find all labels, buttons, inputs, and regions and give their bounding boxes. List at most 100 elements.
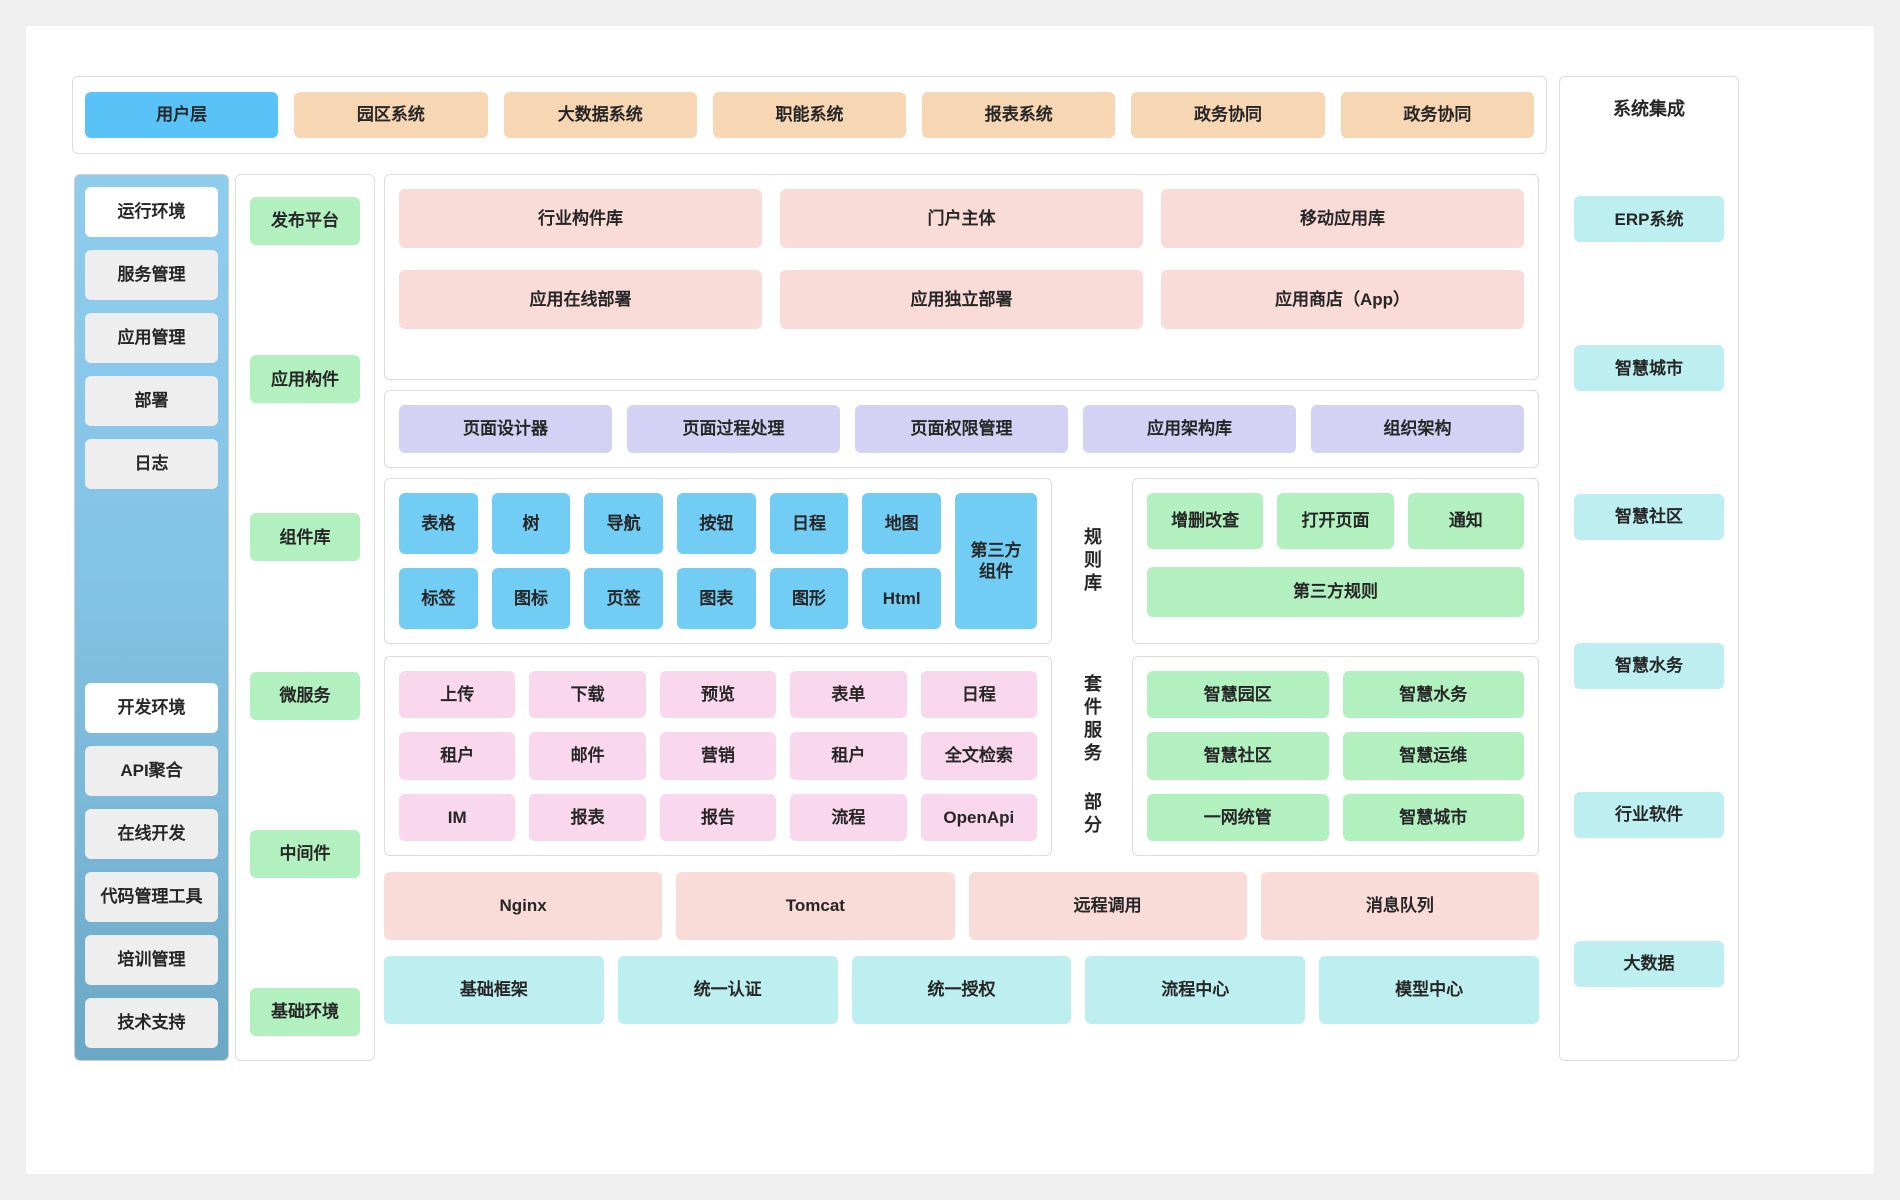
ms-item-fulltext[interactable]: 全文检索 xyxy=(920,732,1038,780)
env-item-deploy[interactable]: 部署 xyxy=(85,376,218,426)
comp-item-icon[interactable]: 图标 xyxy=(491,568,571,629)
application-row-2: 应用在线部署 应用独立部署 应用商店（App） xyxy=(399,270,1524,329)
env-item-runtime[interactable]: 运行环境 xyxy=(85,187,218,237)
base-item-framework[interactable]: 基础框架 xyxy=(384,956,604,1024)
comp-item-chart[interactable]: 图表 xyxy=(677,568,756,629)
comp-item-map[interactable]: 地图 xyxy=(862,493,942,554)
comp-item-third-party[interactable]: 第三方 组件 xyxy=(955,493,1037,629)
base-environment-row: 基础框架 统一认证 统一授权 流程中心 模型中心 xyxy=(384,956,1539,1024)
page-item-orgarch[interactable]: 组织架构 xyxy=(1311,405,1524,453)
suite-item-water[interactable]: 智慧水务 xyxy=(1342,671,1524,719)
ms-item-workflow[interactable]: 流程 xyxy=(790,793,907,841)
layer-item-micro[interactable]: 微服务 xyxy=(250,671,360,720)
top-layer-item-bigdata[interactable]: 大数据系统 xyxy=(503,92,697,138)
page-item-process[interactable]: 页面过程处理 xyxy=(627,405,840,453)
comp-item-nav[interactable]: 导航 xyxy=(584,493,664,554)
middleware-item-tomcat[interactable]: Tomcat xyxy=(676,872,955,940)
ms-item-tenant-2[interactable]: 租户 xyxy=(790,732,907,780)
top-layer-item-report[interactable]: 报表系统 xyxy=(922,92,1116,138)
middleware-item-mq[interactable]: 消息队列 xyxy=(1260,872,1539,940)
ms-item-tenant-1[interactable]: 租户 xyxy=(399,732,516,780)
ms-item-im[interactable]: IM xyxy=(399,793,516,841)
system-integration-item-software[interactable]: 行业软件 xyxy=(1574,791,1724,838)
env-item-api-agg[interactable]: API聚合 xyxy=(85,746,218,796)
ms-item-marketing[interactable]: 营销 xyxy=(659,732,777,780)
app-item-appstore[interactable]: 应用商店（App） xyxy=(1161,270,1524,329)
page-item-permission[interactable]: 页面权限管理 xyxy=(855,405,1068,453)
microservices-group: 上传 下载 预览 表单 日程 租户 邮件 营销 租户 全文检索 IM 报表 报告 xyxy=(384,656,1052,856)
layer-item-complib[interactable]: 组件库 xyxy=(250,513,360,562)
suite-service-grid: 智慧园区 智慧水务 智慧社区 智慧运维 一网统管 智慧城市 xyxy=(1147,671,1524,841)
env-item-online-dev[interactable]: 在线开发 xyxy=(85,809,218,859)
ms-item-document[interactable]: 报告 xyxy=(659,793,777,841)
ms-item-report[interactable]: 报表 xyxy=(529,793,646,841)
app-item-industry-lib[interactable]: 行业构件库 xyxy=(399,189,762,248)
env-item-log[interactable]: 日志 xyxy=(85,439,218,489)
microservices-grid: 上传 下载 预览 表单 日程 租户 邮件 营销 租户 全文检索 IM 报表 报告 xyxy=(399,671,1038,841)
rule-item-third-party[interactable]: 第三方规则 xyxy=(1147,567,1524,617)
suite-service-group: 智慧园区 智慧水务 智慧社区 智慧运维 一网统管 智慧城市 xyxy=(1132,656,1539,856)
page-item-designer[interactable]: 页面设计器 xyxy=(399,405,612,453)
app-item-portal[interactable]: 门户主体 xyxy=(780,189,1143,248)
rules-row-1: 增删改查 打开页面 通知 xyxy=(1147,493,1524,549)
system-integration-item-community[interactable]: 智慧社区 xyxy=(1574,494,1724,541)
layer-item-appcomp[interactable]: 应用构件 xyxy=(250,355,360,404)
env-item-support[interactable]: 技术支持 xyxy=(85,998,218,1048)
middleware-item-nginx[interactable]: Nginx xyxy=(384,872,663,940)
diagram-canvas: 用户层 园区系统 大数据系统 职能系统 报表系统 政务协同 政务协同 系统集成 … xyxy=(26,26,1874,1174)
layer-item-publish[interactable]: 发布平台 xyxy=(250,197,360,245)
rule-item-notify[interactable]: 通知 xyxy=(1407,493,1524,549)
ms-item-preview[interactable]: 预览 xyxy=(659,671,777,719)
ms-item-upload[interactable]: 上传 xyxy=(399,671,516,719)
ms-item-form[interactable]: 表单 xyxy=(790,671,907,719)
base-item-auth[interactable]: 统一认证 xyxy=(617,956,838,1024)
suite-item-city[interactable]: 智慧城市 xyxy=(1342,793,1524,841)
ms-item-download[interactable]: 下载 xyxy=(529,671,646,719)
env-item-dev-env[interactable]: 开发环境 xyxy=(85,683,218,733)
system-integration-item-smartcity[interactable]: 智慧城市 xyxy=(1574,345,1724,392)
env-item-service-mgmt[interactable]: 服务管理 xyxy=(85,250,218,300)
page-item-archlib[interactable]: 应用架构库 xyxy=(1083,405,1296,453)
rule-item-openpage[interactable]: 打开页面 xyxy=(1277,493,1394,549)
comp-item-tree[interactable]: 树 xyxy=(491,493,571,554)
comp-item-html[interactable]: Html xyxy=(862,568,942,629)
comp-item-tab[interactable]: 页签 xyxy=(584,568,664,629)
top-layer-item-user[interactable]: 用户层 xyxy=(85,92,279,138)
env-item-app-mgmt[interactable]: 应用管理 xyxy=(85,313,218,363)
base-item-authz[interactable]: 统一授权 xyxy=(851,956,1072,1024)
ms-item-mail[interactable]: 邮件 xyxy=(529,732,646,780)
comp-item-button[interactable]: 按钮 xyxy=(677,493,756,554)
layer-item-middleware[interactable]: 中间件 xyxy=(250,829,360,878)
suite-item-onenet[interactable]: 一网统管 xyxy=(1147,793,1329,841)
layer-item-baseenv[interactable]: 基础环境 xyxy=(250,987,360,1036)
ms-item-schedule[interactable]: 日程 xyxy=(920,671,1038,719)
app-item-mobile-lib[interactable]: 移动应用库 xyxy=(1161,189,1524,248)
top-layer-item-park[interactable]: 园区系统 xyxy=(294,92,488,138)
top-layer-item-gov-2[interactable]: 政务协同 xyxy=(1340,92,1534,138)
suite-service-label-2: 部分 xyxy=(1082,792,1102,838)
component-row-2: 标签 图标 页签 图表 图形 Html xyxy=(399,568,942,629)
comp-item-graphic[interactable]: 图形 xyxy=(769,568,849,629)
microservices-row-1: 上传 下载 预览 表单 日程 xyxy=(399,671,1038,719)
ms-item-openapi[interactable]: OpenApi xyxy=(920,793,1038,841)
system-integration-item-water[interactable]: 智慧水务 xyxy=(1574,642,1724,689)
middleware-item-rpc[interactable]: 远程调用 xyxy=(968,872,1247,940)
comp-item-schedule[interactable]: 日程 xyxy=(769,493,849,554)
app-item-standalone[interactable]: 应用独立部署 xyxy=(780,270,1143,329)
system-integration-list: ERP系统 智慧城市 智慧社区 智慧水务 行业软件 大数据 xyxy=(1574,145,1724,1038)
top-layer-item-gov-1[interactable]: 政务协同 xyxy=(1131,92,1325,138)
suite-item-community[interactable]: 智慧社区 xyxy=(1147,732,1329,780)
top-layer-item-function[interactable]: 职能系统 xyxy=(712,92,907,138)
comp-item-label[interactable]: 标签 xyxy=(399,568,478,629)
env-item-code-mgmt[interactable]: 代码管理工具 xyxy=(85,872,218,922)
base-item-model[interactable]: 模型中心 xyxy=(1319,956,1539,1024)
comp-item-table[interactable]: 表格 xyxy=(399,493,478,554)
app-item-online-deploy[interactable]: 应用在线部署 xyxy=(399,270,762,329)
base-item-workflow[interactable]: 流程中心 xyxy=(1085,956,1306,1024)
system-integration-item-bigdata[interactable]: 大数据 xyxy=(1574,940,1724,987)
system-integration-item-erp[interactable]: ERP系统 xyxy=(1574,196,1724,243)
env-item-training[interactable]: 培训管理 xyxy=(85,935,218,985)
suite-item-park[interactable]: 智慧园区 xyxy=(1147,671,1329,719)
rule-item-crud[interactable]: 增删改查 xyxy=(1147,493,1264,549)
suite-item-ops[interactable]: 智慧运维 xyxy=(1342,732,1524,780)
